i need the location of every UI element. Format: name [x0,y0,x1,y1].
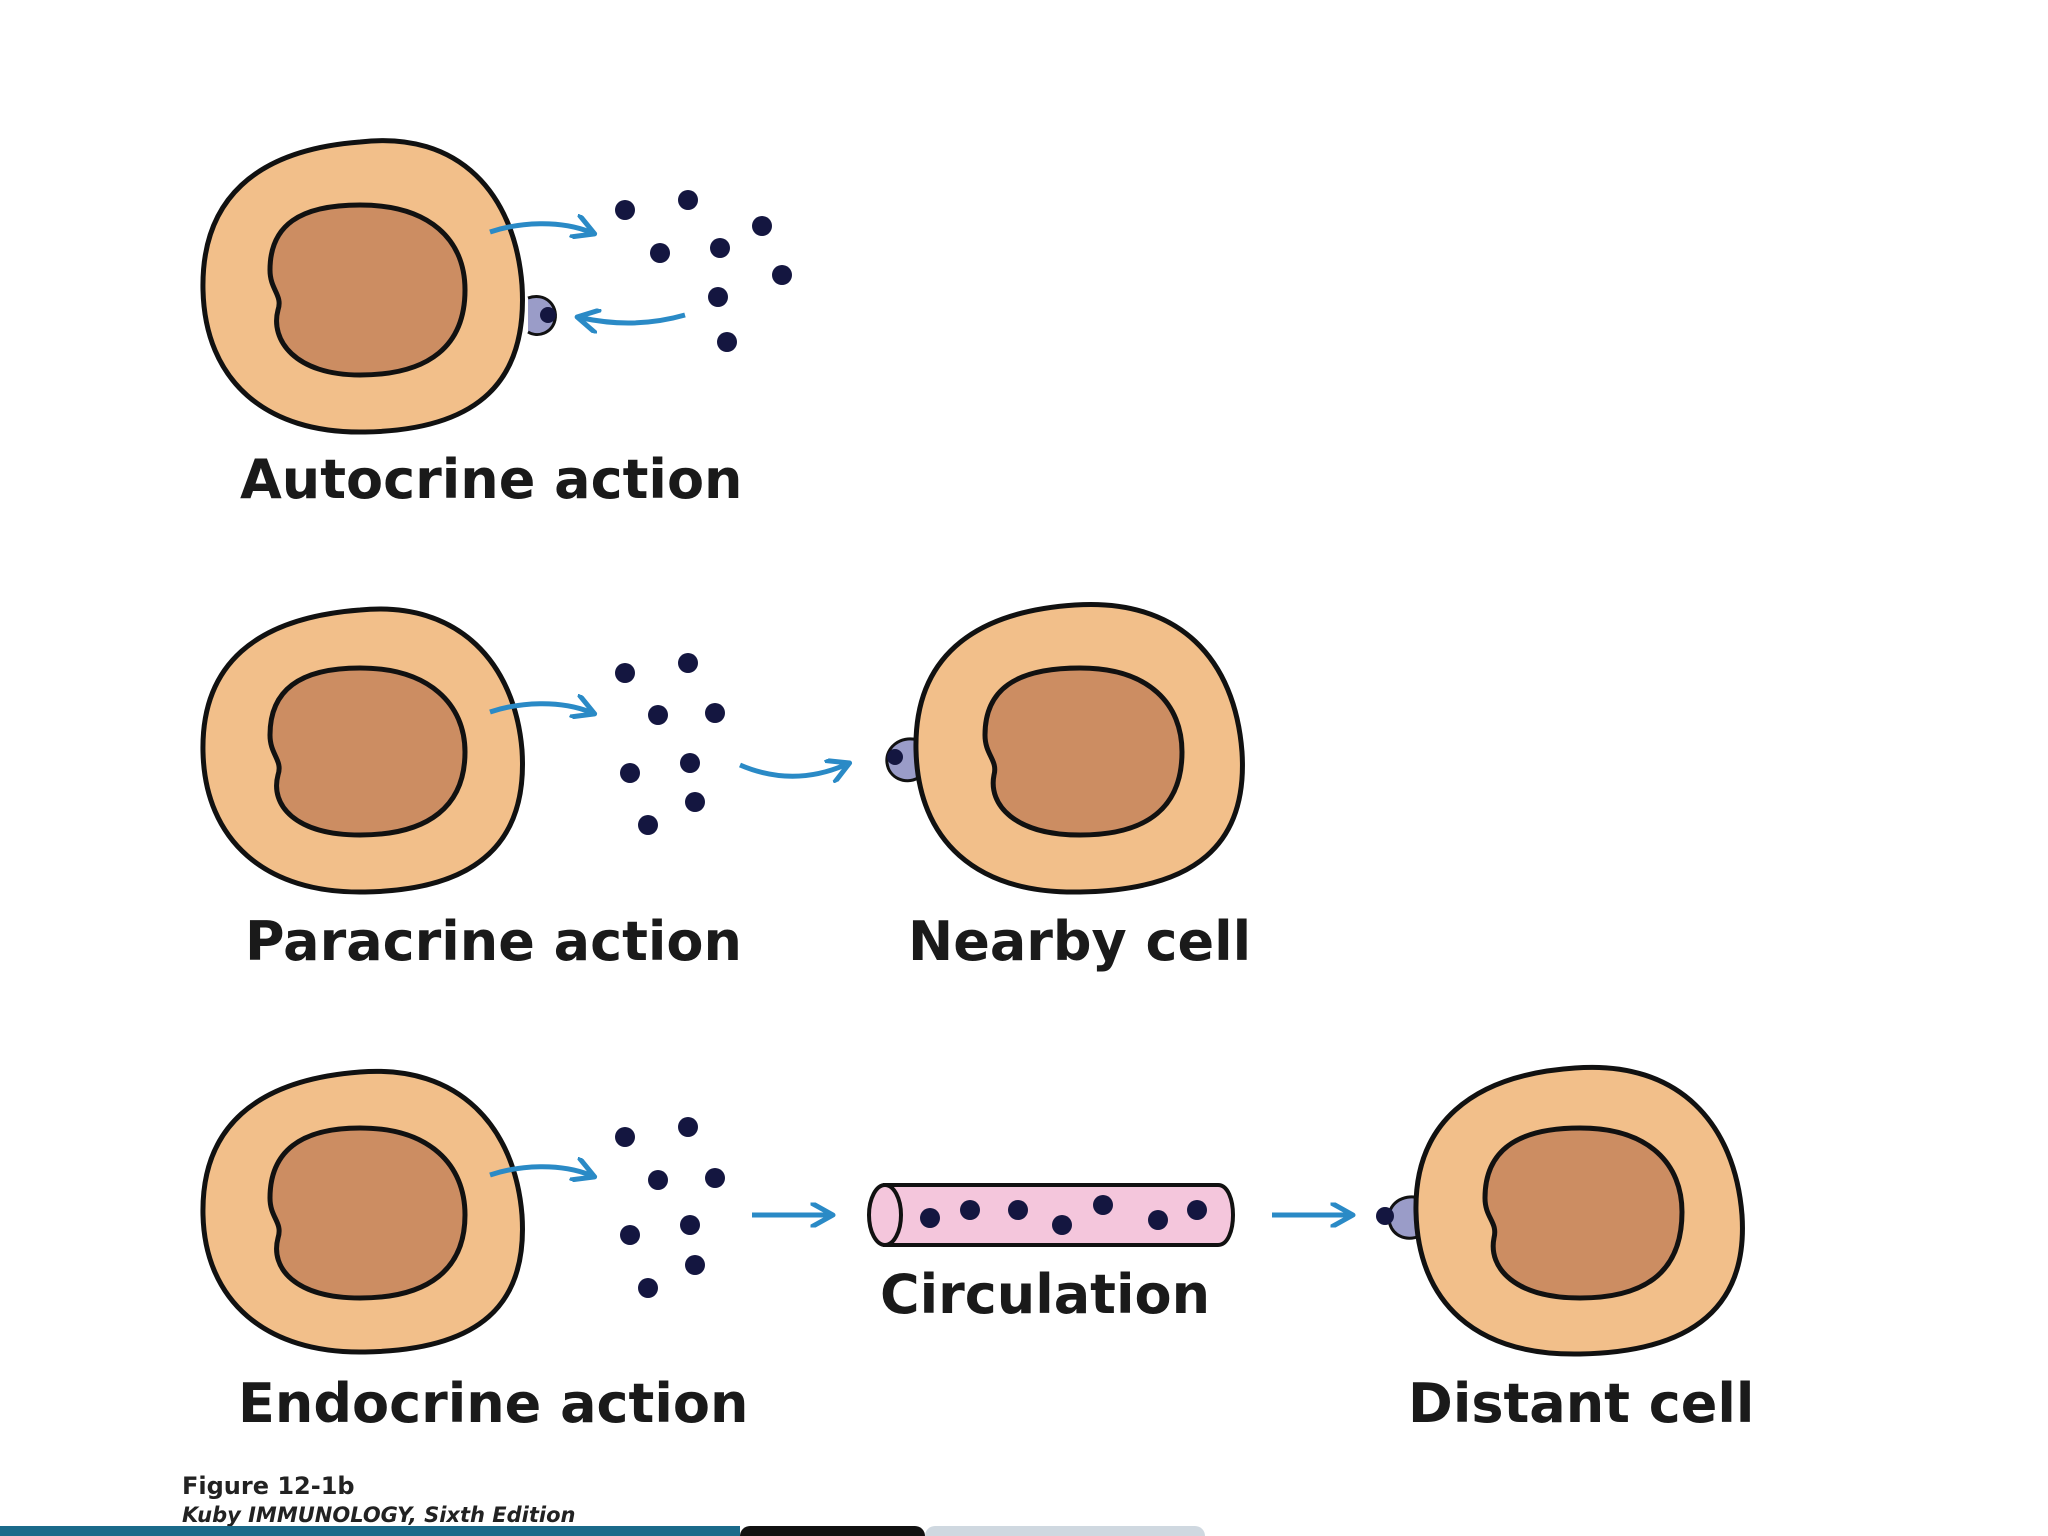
nearby-receptor [885,737,919,783]
distant-receptor [1376,1195,1421,1240]
bottom-bar [0,1526,2048,1536]
figure-number: Figure 12-1b [182,1472,355,1500]
blood-vessel [867,1183,1235,1247]
signal-molecules-paracrine [615,653,725,835]
signal-molecules-endocrine [615,1117,725,1298]
arrow-right-icon [739,765,845,776]
distant-cell [1413,1064,1745,1357]
signal-molecules-autocrine [615,190,792,352]
circulation-label: Circulation [880,1263,1210,1326]
distant-cell-label: Distant cell [1408,1372,1754,1435]
arrow-right-icon [489,704,590,712]
bar-segment [0,1526,740,1536]
nearby-cell [913,601,1245,895]
autocrine-cell [200,138,525,435]
bar-segment [740,1526,925,1536]
arrow-right-icon [489,1167,590,1175]
endocrine-label: Endocrine action [238,1372,748,1435]
nearby-cell-label: Nearby cell [908,910,1251,973]
bar-segment [925,1526,1205,1536]
autocrine-label: Autocrine action [240,448,742,511]
endocrine-cell [200,1068,525,1355]
signal-molecules-circulation [920,1195,1207,1235]
paracrine-label: Paracrine action [245,910,742,973]
autocrine-receptor [527,295,557,336]
paracrine-cell [200,606,525,895]
arrow-left-icon [582,315,686,323]
figure-source: Kuby IMMUNOLOGY, Sixth Edition [182,1503,575,1527]
arrow-right-icon [489,224,590,232]
